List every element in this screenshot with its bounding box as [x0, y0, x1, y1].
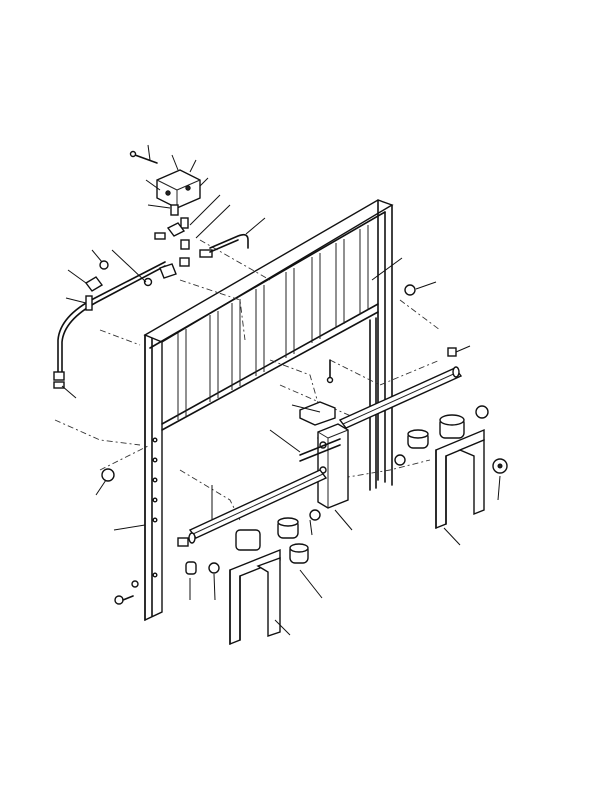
valve-block [129, 150, 249, 267]
mounting-block [299, 401, 349, 509]
right-fork-bracket [394, 405, 508, 530]
callout-leaders [61, 144, 501, 636]
lower-cylinder [177, 438, 341, 547]
loose-hardware [101, 284, 416, 605]
upper-cylinder [317, 347, 463, 439]
mast-frame [143, 199, 394, 622]
left-fork-bracket [185, 509, 321, 646]
hydraulic-line-left [53, 260, 177, 389]
